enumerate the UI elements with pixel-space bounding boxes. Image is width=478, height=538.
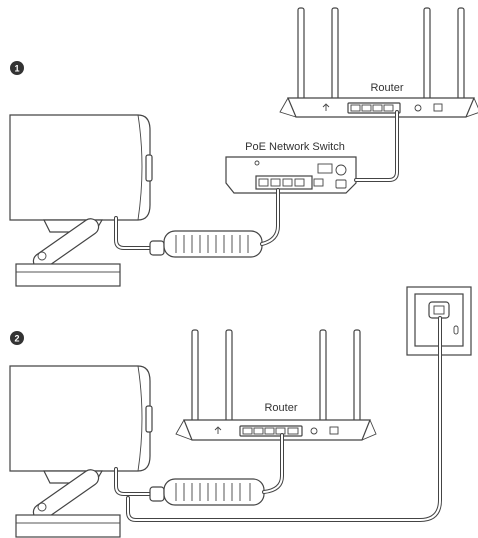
step-1-badge bbox=[10, 61, 24, 75]
step-2: 2 Router bbox=[9, 286, 472, 538]
router-1: Router bbox=[279, 7, 478, 118]
router-2: Router bbox=[175, 329, 377, 441]
step-1: 1 Router PoE Network Switch bbox=[9, 7, 478, 287]
router-1-label: Router bbox=[370, 82, 403, 94]
poe-adapter-2 bbox=[149, 478, 265, 506]
camera-2 bbox=[9, 365, 153, 538]
poe-switch: PoE Network Switch bbox=[225, 141, 357, 194]
poe-switch-label: PoE Network Switch bbox=[245, 141, 345, 153]
router-2-label: Router bbox=[264, 402, 297, 414]
step-2-number: 2 bbox=[14, 334, 19, 344]
poe-adapter-1 bbox=[149, 230, 263, 258]
step-2-badge bbox=[10, 331, 24, 345]
step-1-number: 1 bbox=[14, 64, 19, 74]
camera-1 bbox=[9, 114, 153, 287]
